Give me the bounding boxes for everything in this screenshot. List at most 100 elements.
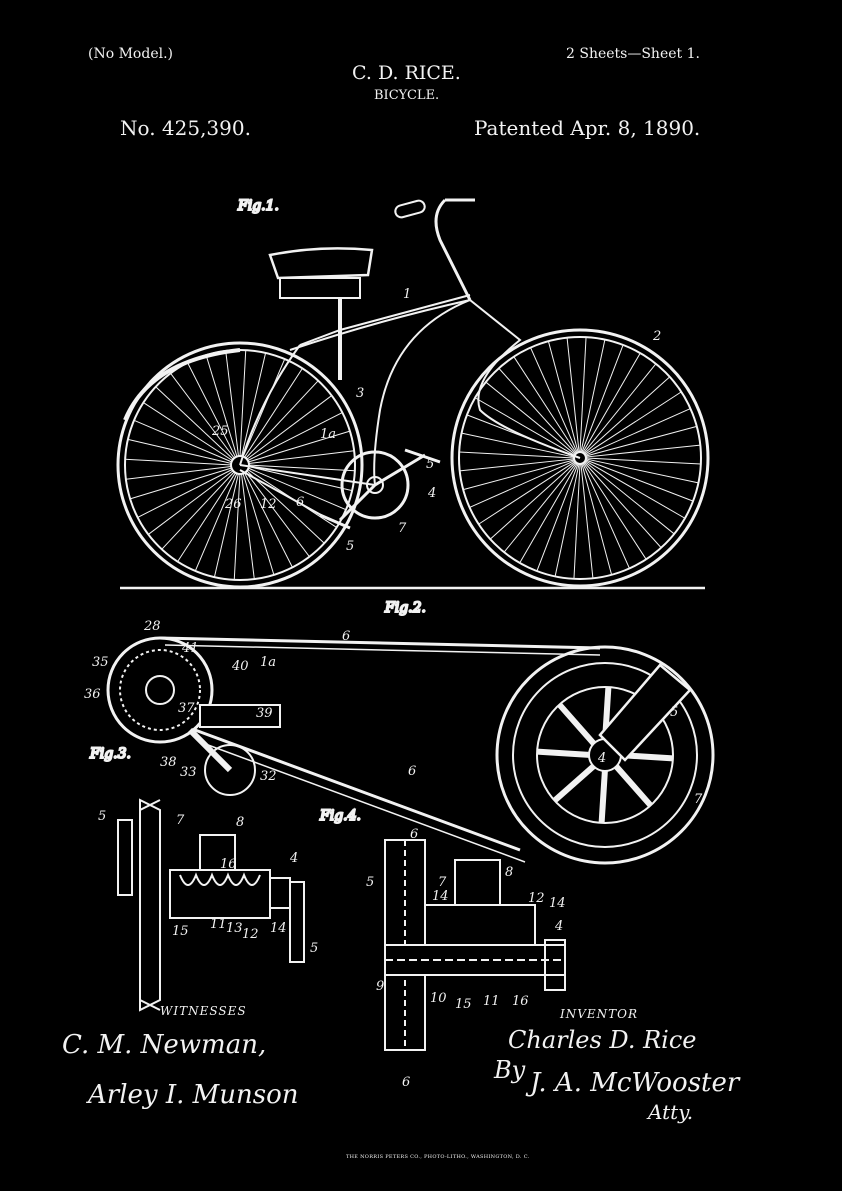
spoke — [489, 461, 577, 540]
ref-label: 41 — [181, 641, 199, 656]
spoke — [552, 762, 598, 803]
spoke — [170, 373, 236, 460]
spoke — [247, 467, 347, 511]
spoke — [582, 352, 641, 453]
witness-signature-2: Arley I. Munson — [88, 1080, 299, 1110]
attorney-suffix: Atty. — [648, 1100, 694, 1124]
ref-label: 26 — [224, 497, 242, 512]
ref-label: 15 — [455, 997, 472, 1012]
spoke — [463, 459, 575, 491]
idler-pulley — [204, 744, 256, 796]
ref-label: 35 — [92, 655, 109, 670]
patent-title: BICYCLE. — [374, 88, 440, 103]
witness-signature-1: C. M. Newman, — [62, 1030, 267, 1060]
ref-label: 14 — [432, 889, 449, 904]
spoke — [194, 472, 238, 572]
spoke — [585, 457, 701, 465]
ref-label: 4 — [597, 751, 606, 766]
ref-label: 11 — [210, 917, 227, 932]
spoke — [612, 762, 653, 808]
spoke — [536, 463, 579, 572]
ref-label: 5 — [310, 941, 318, 956]
fig2-drive — [106, 636, 715, 865]
ref-label: 32 — [260, 769, 277, 784]
inventor-name: C. D. RICE. — [352, 62, 461, 84]
spoke — [503, 462, 577, 553]
spoke — [187, 362, 237, 459]
ref-label: 15 — [172, 924, 189, 939]
ref-label: 2 — [652, 329, 661, 344]
spoke — [583, 462, 647, 560]
fig3-caption: Fig.3. — [89, 746, 131, 762]
spoke — [557, 702, 598, 748]
spoke — [245, 469, 325, 544]
spoke — [580, 339, 606, 453]
ref-label: 6 — [296, 495, 304, 510]
ref-label: 25 — [211, 424, 229, 439]
spoke — [247, 450, 355, 465]
spoke — [459, 458, 575, 472]
spoke — [247, 465, 353, 492]
spoke — [566, 337, 580, 453]
spoke — [584, 391, 682, 455]
ref-label: 6 — [410, 827, 418, 842]
spoke — [240, 472, 255, 580]
spoke — [580, 463, 594, 579]
spoke — [125, 465, 233, 480]
ref-label: 4 — [554, 919, 563, 934]
ref-label: 7 — [398, 521, 407, 536]
fig3-section — [117, 798, 305, 1012]
spoke — [585, 458, 699, 484]
spoke — [554, 463, 580, 577]
spoke — [584, 461, 675, 535]
fig4-section — [384, 839, 566, 1051]
ref-label: 5 — [670, 705, 678, 720]
ref-label: 12 — [528, 891, 545, 906]
spoke — [585, 444, 701, 458]
inventor-heading: INVENTOR — [560, 1007, 639, 1021]
ref-label: 11 — [483, 994, 500, 1009]
ref-label: 5 — [346, 539, 354, 554]
ref-label: 28 — [143, 619, 161, 634]
spoke — [598, 768, 608, 824]
spoke — [498, 367, 577, 455]
ref-label: 7 — [176, 813, 185, 828]
fig1-bicycle — [116, 198, 710, 590]
spoke — [585, 408, 691, 456]
spoke — [519, 463, 578, 564]
spoke — [536, 748, 592, 758]
crank-arm — [598, 663, 692, 762]
ref-label: 6 — [342, 629, 350, 644]
top-tube — [289, 294, 471, 351]
spoke — [585, 459, 694, 502]
fig4-caption: Fig.4. — [319, 808, 361, 824]
spoke — [573, 463, 581, 579]
spoke — [461, 432, 575, 458]
fig2-caption: Fig.2. — [384, 600, 426, 616]
spoke — [244, 380, 319, 460]
spoke — [247, 430, 351, 463]
ref-label: 7 — [438, 875, 447, 890]
ref-label: 4 — [427, 486, 436, 501]
handlebar — [434, 198, 475, 301]
spoke — [469, 460, 575, 508]
handle-grip — [394, 199, 426, 219]
frame-tubes — [239, 299, 471, 486]
ref-label: 9 — [376, 979, 384, 994]
ref-label: 39 — [256, 706, 273, 721]
spoke — [127, 438, 233, 465]
ref-label: 5 — [98, 809, 106, 824]
spoke — [155, 386, 235, 461]
spoke — [129, 467, 233, 500]
lithographer-imprint: THE NORRIS PETERS CO., PHOTO-LITHO., WAS… — [346, 1154, 530, 1160]
pedals — [319, 448, 441, 530]
ref-label: 38 — [160, 755, 177, 770]
ref-label: 10 — [430, 991, 447, 1006]
front-wheel — [450, 328, 710, 588]
spoke — [225, 350, 240, 458]
spoke — [581, 344, 624, 453]
spoke — [585, 425, 697, 457]
ref-label: 16 — [220, 857, 237, 872]
spoke — [244, 470, 310, 557]
